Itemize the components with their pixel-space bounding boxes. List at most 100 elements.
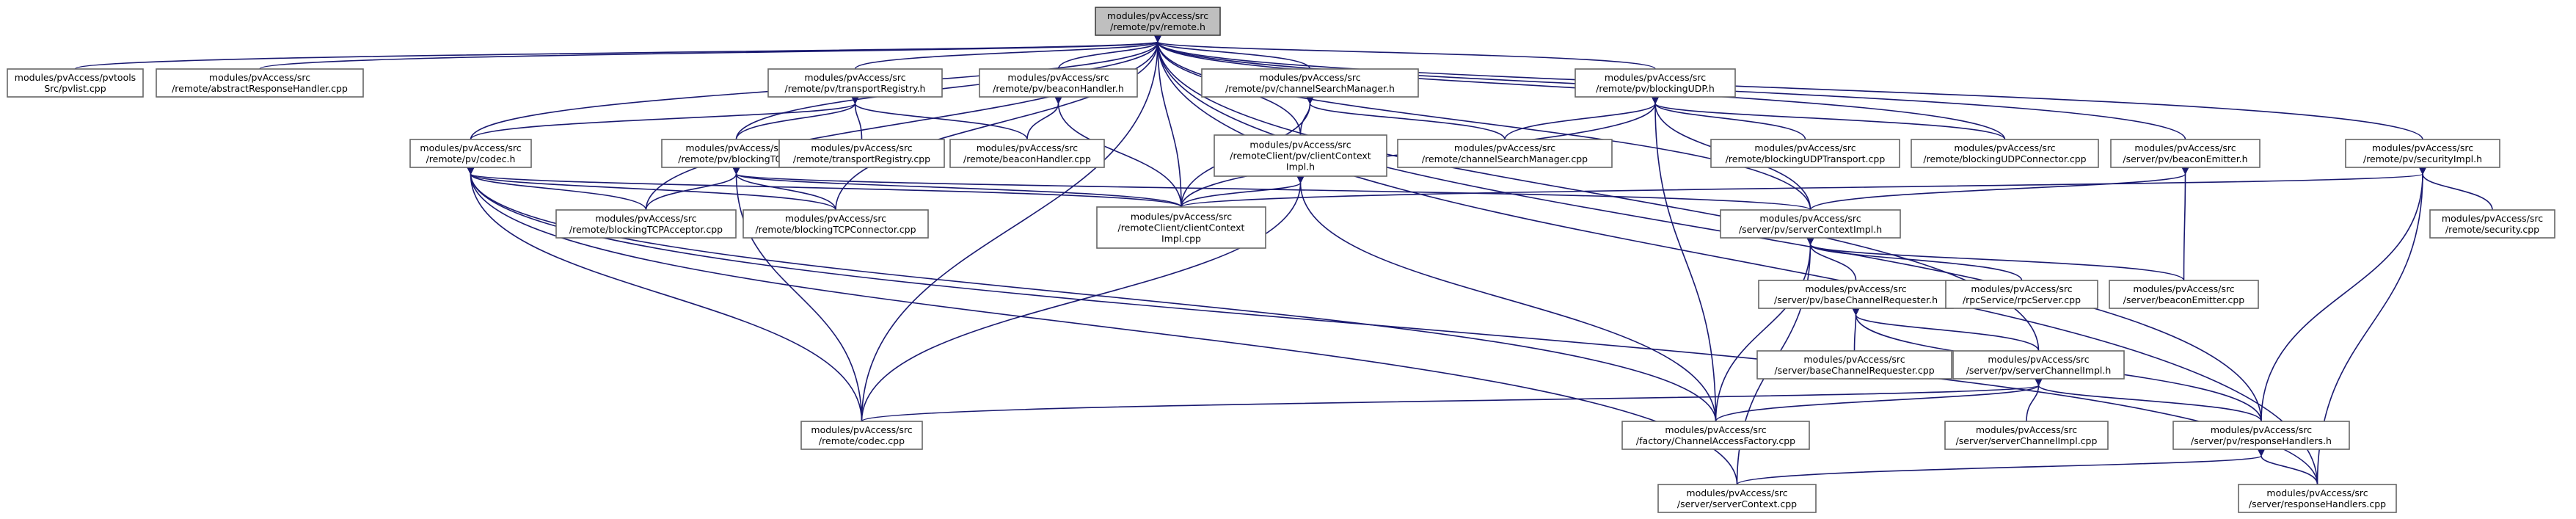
file-node-channelSearchManager-h[interactable]: modules/pvAccess/src/remote/pv/channelSe… <box>1201 68 1419 98</box>
edge-line <box>2035 378 2262 422</box>
file-node-box <box>1952 350 2125 380</box>
file-node-remote-h[interactable]: modules/pvAccess/src/remote/pv/remote.h <box>1095 7 1221 36</box>
file-node-label: modules/pvAccess/src <box>811 424 912 435</box>
file-node-box <box>1657 484 1817 513</box>
file-node-label: /remote/channelSearchManager.cpp <box>1422 153 1588 164</box>
file-node-beaconHandler-h[interactable]: modules/pvAccess/src/remote/pv/beaconHan… <box>979 68 1138 98</box>
file-node-label: modules/pvAccess/src <box>2133 283 2234 294</box>
edge-transportRegistry-cpp-to-transportRegistry-h <box>851 96 863 140</box>
edge-line <box>1806 237 2023 281</box>
file-node-clientContextImpl-h[interactable]: modules/pvAccess/src/remoteClient/pv/cli… <box>1214 134 1387 177</box>
file-node-codec-cpp[interactable]: modules/pvAccess/src/remote/codec.cpp <box>800 421 923 450</box>
file-node-serverChannelImpl-h[interactable]: modules/pvAccess/src/server/pv/serverCha… <box>1952 350 2125 380</box>
edge-responseHandlers-h-to-serverChannelImpl-h <box>2035 378 2262 422</box>
edge-line <box>1852 308 2040 352</box>
edge-serverContextImpl-h-to-blockingTCP-h <box>731 167 1811 211</box>
file-node-responseHandlers-h[interactable]: modules/pvAccess/src/server/pv/responseH… <box>2172 421 2350 450</box>
file-node-label: /server/pv/serverChannelImpl.h <box>1966 365 2112 376</box>
file-node-baseChannelRequester-h[interactable]: modules/pvAccess/src/server/pv/baseChann… <box>1758 280 1954 309</box>
edge-line <box>835 35 1162 211</box>
edge-pvlist-cpp-to-remote-h <box>74 35 1162 70</box>
file-node-serverContextImpl-h[interactable]: modules/pvAccess/src/server/pv/serverCon… <box>1720 209 1901 239</box>
file-node-label: /server/serverContext.cpp <box>1677 498 1797 509</box>
edge-line <box>470 96 859 140</box>
file-node-box <box>1096 206 1266 249</box>
file-node-blockingUDPTransport-cpp[interactable]: modules/pvAccess/src/remote/blockingUDPT… <box>1710 139 1900 168</box>
file-node-label: modules/pvAccess/src <box>685 142 787 153</box>
edge-line <box>1153 35 1182 208</box>
file-node-blockingTCPConnector-cpp[interactable]: modules/pvAccess/src/remote/blockingTCPC… <box>742 209 929 239</box>
file-node-abstractResponseHandler-cpp[interactable]: modules/pvAccess/src/remote/abstractResp… <box>156 68 364 98</box>
file-node-blockingTCP-h[interactable]: modules/pvAccess/src/remote/pv/blockingT… <box>661 139 811 168</box>
file-node-serverChannelImpl-cpp[interactable]: modules/pvAccess/src/server/serverChanne… <box>1944 421 2109 450</box>
file-node-transportRegistry-cpp[interactable]: modules/pvAccess/src/remote/transportReg… <box>778 139 945 168</box>
edge-line <box>1296 175 1717 422</box>
file-node-label: /remote/security.cpp <box>2445 224 2539 235</box>
file-node-label: modules/pvAccess/src <box>1971 283 2072 294</box>
edge-transportRegistry-h-to-remote-h <box>854 35 1162 70</box>
edge-line <box>2181 167 2189 281</box>
edge-line <box>645 167 740 211</box>
file-node-channelSearchManager-cpp[interactable]: modules/pvAccess/src/remote/channelSearc… <box>1397 139 1613 168</box>
file-node-label: /remote/pv/channelSearchManager.h <box>1225 83 1395 94</box>
edge-line <box>854 35 1162 70</box>
file-node-label: modules/pvAccess/src <box>420 142 521 153</box>
file-node-box <box>979 68 1138 98</box>
edge-codec-h-to-transportRegistry-h <box>470 96 859 140</box>
file-node-blockingTCPAcceptor-cpp[interactable]: modules/pvAccess/src/remote/blockingTCPA… <box>555 209 737 239</box>
file-node-responseHandlers-cpp[interactable]: modules/pvAccess/src/server/responseHand… <box>2238 484 2397 513</box>
file-node-label: modules/pvAccess/src <box>1988 354 2089 365</box>
edge-line <box>1153 35 2318 485</box>
file-node-label: modules/pvAccess/src <box>1665 424 1766 435</box>
file-node-beaconEmitter-h[interactable]: modules/pvAccess/src/server/pv/beaconEmi… <box>2110 139 2261 168</box>
edge-line <box>1852 308 1860 352</box>
file-node-baseChannelRequester-cpp[interactable]: modules/pvAccess/src/server/baseChannelR… <box>1756 350 1952 380</box>
file-node-box <box>2345 139 2500 168</box>
file-node-label: modules/pvAccess/src <box>1805 283 1906 294</box>
edge-line <box>2418 167 2493 211</box>
file-node-beaconHandler-cpp[interactable]: modules/pvAccess/src/remote/beaconHandle… <box>949 139 1105 168</box>
file-node-label: /remote/pv/beaconHandler.h <box>993 83 1124 94</box>
edge-line <box>1153 35 2423 140</box>
file-node-codec-h[interactable]: modules/pvAccess/src/remote/pv/codec.h <box>409 139 532 168</box>
file-node-serverContext-cpp[interactable]: modules/pvAccess/src/server/serverContex… <box>1657 484 1817 513</box>
file-node-beaconEmitter-cpp[interactable]: modules/pvAccess/src/server/beaconEmitte… <box>2109 280 2259 309</box>
edge-serverChannelImpl-cpp-to-serverChannelImpl-h <box>2026 378 2043 422</box>
edge-ChannelAccessFactory-cpp-to-codec-h <box>467 167 1717 422</box>
file-node-label: modules/pvAccess/src <box>2442 213 2543 224</box>
file-node-label: /factory/ChannelAccessFactory.cpp <box>1636 435 1795 446</box>
edge-line <box>467 167 1182 208</box>
edge-clientContextImpl-cpp-to-codec-h <box>467 167 1182 208</box>
file-node-label: modules/pvAccess/src <box>1759 213 1861 224</box>
edge-beaconEmitter-cpp-to-serverContextImpl-h <box>1806 237 2185 281</box>
file-node-label: /remote/pv/blockingTCP.h <box>678 153 795 164</box>
file-node-box <box>1397 139 1613 168</box>
file-node-securityImpl-h[interactable]: modules/pvAccess/src/remote/pv/securityI… <box>2345 139 2500 168</box>
edge-serverContextImpl-h-to-beaconEmitter-h <box>1809 167 2189 211</box>
file-node-label: /server/beaconEmitter.cpp <box>2123 294 2245 305</box>
file-node-rpcServer-cpp[interactable]: modules/pvAccess/src/rpcService/rpcServe… <box>1945 280 2098 309</box>
file-node-label: modules/pvAccess/src <box>2134 142 2236 153</box>
file-node-blockingUDPConnector-cpp[interactable]: modules/pvAccess/src/remote/blockingUDPC… <box>1911 139 2099 168</box>
file-node-label: modules/pvAccess/src <box>2372 142 2473 153</box>
file-node-label: modules/pvAccess/src <box>1259 72 1360 83</box>
file-node-label: /server/baseChannelRequester.cpp <box>1774 365 1934 376</box>
file-node-box <box>1214 134 1387 177</box>
edge-line <box>732 167 836 211</box>
edge-line <box>467 167 1717 422</box>
edge-line <box>1153 35 1311 70</box>
file-node-transportRegistry-h[interactable]: modules/pvAccess/src/remote/pv/transport… <box>767 68 943 98</box>
edge-line <box>861 378 2043 422</box>
file-node-clientContextImpl-cpp[interactable]: modules/pvAccess/src/remoteClient/client… <box>1096 206 1266 249</box>
file-node-ChannelAccessFactory-cpp[interactable]: modules/pvAccess/src/factory/ChannelAcce… <box>1621 421 1810 450</box>
file-node-label: /remote/codec.cpp <box>819 435 905 446</box>
edge-channelSearchManager-cpp-to-blockingUDP-h <box>1504 96 1660 140</box>
edge-line <box>74 35 1162 70</box>
file-node-security-cpp[interactable]: modules/pvAccess/src/remote/security.cpp <box>2429 209 2555 239</box>
edge-blockingTCPAcceptor-cpp-to-blockingTCP-h <box>645 167 740 211</box>
edge-blockingTCPConnector-cpp-to-remote-h <box>835 35 1162 211</box>
file-node-box <box>2238 484 2397 513</box>
file-node-blockingUDP-h[interactable]: modules/pvAccess/src/remote/pv/blockingU… <box>1575 68 1736 98</box>
